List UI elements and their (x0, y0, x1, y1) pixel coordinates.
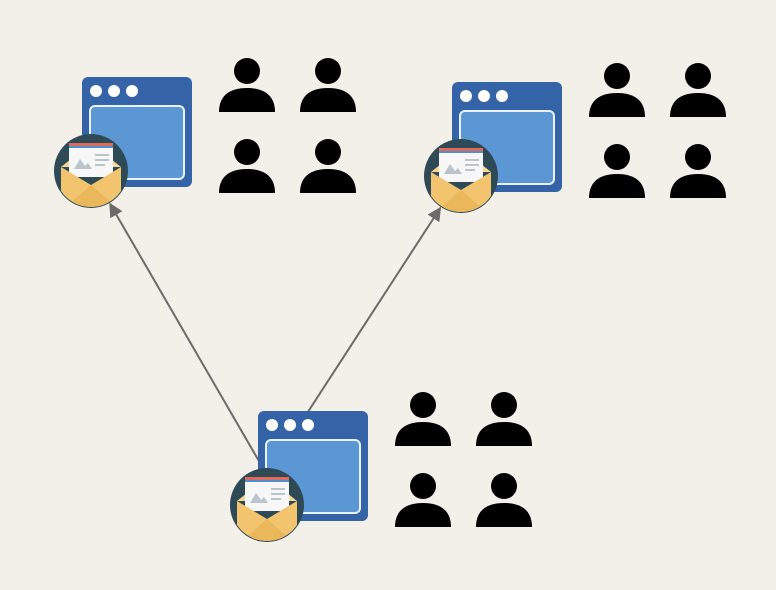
node-top-left (54, 58, 356, 211)
person-icon (589, 63, 645, 117)
person-icon (476, 392, 532, 446)
node-bottom (230, 392, 532, 545)
person-icon (670, 63, 726, 117)
node-top-right (424, 63, 726, 216)
person-icon (300, 58, 356, 112)
person-icon (589, 144, 645, 198)
email-envelope-icon (424, 139, 498, 216)
person-icon (476, 473, 532, 527)
person-icon (395, 392, 451, 446)
edge-bottom-to-top-left (109, 202, 268, 476)
nodes-layer (54, 58, 726, 545)
person-icon (219, 139, 275, 193)
person-icon (300, 139, 356, 193)
person-icon (670, 144, 726, 198)
email-envelope-icon (230, 468, 304, 545)
person-icon (395, 473, 451, 527)
person-icon (219, 58, 275, 112)
member-group (589, 63, 726, 198)
member-group (395, 392, 532, 527)
email-envelope-icon (54, 134, 128, 211)
member-group (219, 58, 356, 193)
